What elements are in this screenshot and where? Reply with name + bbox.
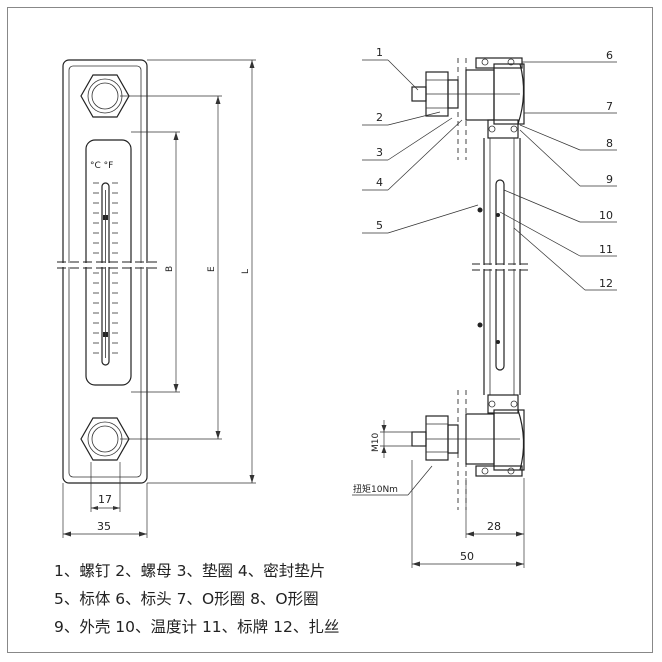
front-view: °C °F B [57, 59, 256, 538]
dimension-e-label: E [207, 266, 217, 272]
legend-line-3: 9、外壳 10、温度计 11、标牌 12、扎丝 [54, 618, 340, 636]
callout-leaders-left [362, 59, 479, 234]
scale-unit-label: °C °F [90, 161, 113, 171]
callout-6: 6 [606, 49, 613, 62]
sheet-border [7, 7, 653, 653]
callout-7: 7 [606, 100, 613, 113]
callout-5: 5 [376, 219, 383, 232]
dimension-e [120, 95, 222, 440]
housing-outline [62, 59, 148, 484]
callout-8: 8 [606, 137, 613, 150]
dimension-l [147, 59, 256, 484]
section-view: 1 2 3 4 5 6 7 8 9 10 11 12 M10 [352, 46, 617, 568]
scale-ticks [93, 182, 118, 354]
callout-9: 9 [606, 173, 613, 186]
callout-10: 10 [599, 209, 613, 222]
callout-2: 2 [376, 111, 383, 124]
thermometer [101, 182, 110, 366]
thread-size-label: M10 [371, 433, 381, 452]
dimension-35-label: 35 [97, 520, 111, 533]
callout-4: 4 [376, 176, 383, 189]
tube-break-lines [472, 263, 530, 271]
dimension-50 [411, 460, 525, 568]
break-lines [57, 261, 158, 269]
dimension-50-label: 50 [460, 550, 474, 563]
dimension-28-label: 28 [487, 520, 501, 533]
dimension-17-label: 17 [98, 493, 112, 506]
callout-3: 3 [376, 146, 383, 159]
tank-wall [457, 58, 467, 510]
dimension-b-label: B [165, 266, 175, 272]
dimension-28 [465, 478, 525, 538]
callout-11: 11 [599, 243, 613, 256]
legend-line-2: 5、标体 6、标头 7、O形圈 8、O形圈 [54, 590, 319, 608]
callout-1: 1 [376, 46, 383, 59]
upper-bolt-assembly [411, 57, 525, 139]
dimension-b [131, 131, 180, 393]
dimension-17 [90, 462, 121, 512]
legend-line-1: 1、螺钉 2、螺母 3、垫圈 4、密封垫片 [54, 562, 326, 580]
dimension-l-label: L [241, 269, 251, 274]
callout-leaders-right [499, 61, 617, 291]
lower-bolt-assembly [411, 394, 525, 477]
callout-12: 12 [599, 277, 613, 290]
dimension-35 [62, 483, 148, 538]
housing-inner-outline [68, 65, 142, 478]
torque-label: 扭矩10Nm [353, 483, 398, 495]
dimension-m10 [380, 420, 420, 458]
